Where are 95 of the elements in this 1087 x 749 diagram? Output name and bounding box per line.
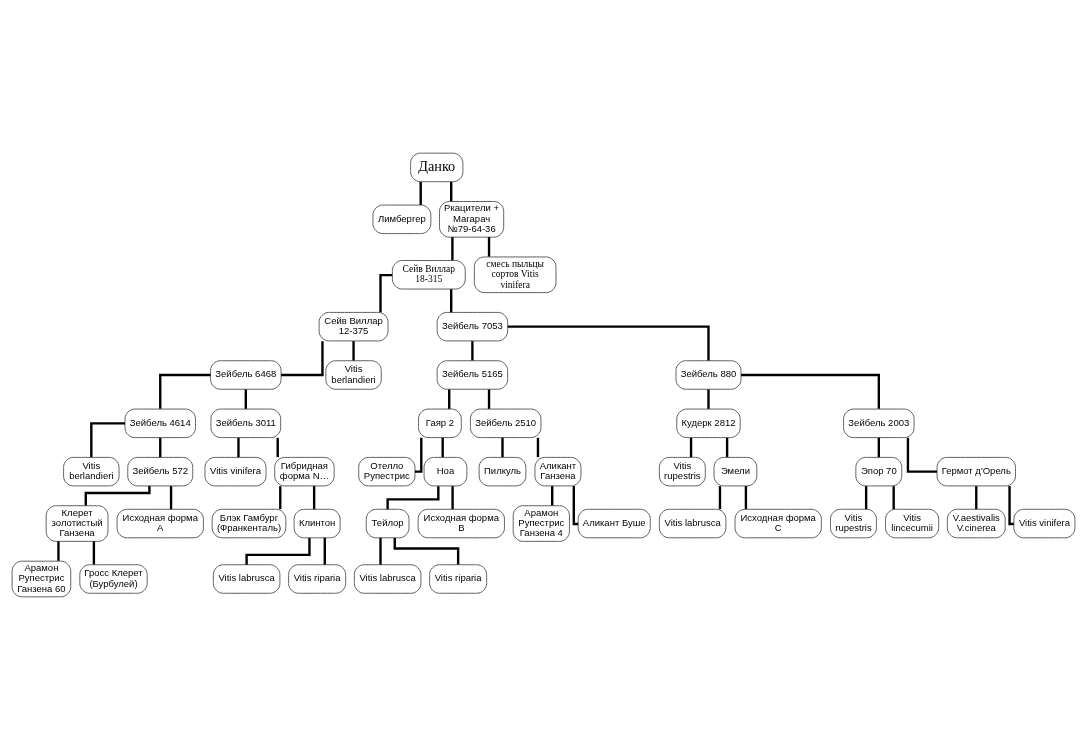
connector — [507, 325, 710, 360]
connector — [864, 485, 868, 509]
connector — [386, 485, 440, 509]
connector — [414, 437, 423, 473]
connector — [281, 340, 324, 376]
node-box: Аликант Буше — [577, 508, 651, 538]
connector — [487, 389, 491, 409]
connector — [877, 437, 880, 457]
connector — [352, 340, 355, 360]
connector — [448, 389, 451, 409]
node-box: Vitis rupestris — [830, 508, 877, 538]
node-box: Зейбель 4614 — [124, 408, 196, 438]
node-box: Vitis berlandieri — [325, 359, 382, 390]
connector — [551, 485, 554, 505]
node-box: Блэк Гамбург (Франкенталь) — [211, 508, 287, 538]
connector — [441, 437, 444, 457]
node-box: Vitis vinifera — [204, 456, 267, 486]
node-box: Гибридная форма N… — [274, 456, 335, 486]
connector — [279, 485, 282, 509]
node-box: Клинтон — [293, 508, 341, 538]
node-box: Vitis lincecumii — [885, 508, 940, 538]
connector — [379, 273, 393, 312]
node-box: Зейбель 880 — [675, 359, 742, 390]
node-box: Исходная форма B — [417, 508, 505, 538]
connector — [312, 485, 316, 509]
connector — [450, 288, 453, 312]
connector — [159, 373, 211, 409]
node-box: Пилкуль — [478, 456, 527, 486]
connector — [379, 537, 382, 565]
node-box: Исходная форма A — [116, 508, 204, 538]
node-box: Зейбель 6468 — [210, 359, 282, 390]
node-box: Vitis vinifera — [1013, 508, 1076, 538]
node-box: Ноа — [423, 456, 468, 486]
connector — [450, 181, 453, 201]
node-box: Арамон Рупестрис Ганзена 60 — [11, 560, 72, 597]
connector — [892, 485, 895, 509]
connector — [741, 373, 880, 409]
node-box: Vitis rupestris — [658, 456, 706, 486]
node-box: Зейбель 3011 — [210, 408, 282, 438]
node-box: Vitis berlandieri — [63, 456, 120, 486]
connector — [92, 540, 96, 564]
node-box: Vitis labrusca — [212, 563, 281, 594]
connector — [707, 389, 710, 409]
node-box: Зейбель 2003 — [843, 408, 915, 438]
node-box: Отелло Рупестрис — [358, 456, 416, 486]
connector — [451, 485, 454, 509]
node-box: Vitis labrusca — [658, 508, 727, 538]
node-box: Гермот д'Орель — [936, 456, 1016, 486]
node-box: V.aestivalis V.cinerea — [946, 508, 1006, 538]
node-box: Vitis riparia — [288, 563, 347, 594]
connector — [169, 485, 173, 509]
node-box: Vitis labrusca — [353, 563, 422, 594]
node-box: Тейлор — [365, 508, 410, 538]
connector — [471, 340, 474, 360]
connector — [572, 485, 579, 525]
connector — [245, 537, 311, 565]
node-box: Данко — [410, 152, 464, 182]
connector — [689, 437, 693, 457]
node-box: Зейбель 2510 — [469, 408, 542, 438]
node-box: Арамон Рупестрис Ганзена 4 — [512, 504, 570, 542]
connector — [323, 537, 326, 565]
connector — [906, 437, 937, 473]
connector — [237, 437, 240, 457]
node-box: Исходная форма C — [734, 508, 822, 538]
connector — [419, 181, 422, 205]
connector — [276, 437, 279, 457]
node-box: Vitis riparia — [429, 563, 488, 594]
connector — [90, 421, 125, 457]
connector — [451, 236, 454, 260]
connector — [975, 485, 978, 509]
node-box: Сейв Виллар 12-375 — [318, 311, 389, 341]
node-box: Ркацители + Магарач №79-64-36 — [439, 200, 505, 238]
connector — [244, 389, 247, 409]
connector — [725, 437, 729, 457]
node-box: Зейбель 7053 — [436, 311, 509, 341]
connector — [718, 485, 722, 509]
node-box: Аликант Ганзена — [534, 456, 582, 486]
node-box: Клерет золотистый Ганзена — [45, 504, 109, 542]
node-box: Зейбель 572 — [127, 456, 194, 486]
node-box: Гросс Клерет (Бурбулей) — [79, 563, 148, 594]
node-box: Сейв Виллар 18-315 — [391, 259, 466, 289]
node-box: Эпор 70 — [855, 456, 903, 486]
node-box: смесь пыльцы сортов Vitis vinifera — [473, 255, 557, 293]
connector — [159, 437, 162, 457]
connector — [536, 437, 540, 457]
connector — [487, 236, 491, 257]
node-box: Эмели — [713, 456, 758, 486]
connector — [57, 540, 60, 561]
node-box: Гаяр 2 — [418, 408, 462, 438]
connector — [84, 485, 151, 505]
connector — [501, 437, 504, 457]
connector — [744, 485, 748, 509]
node-box: Кудерк 2812 — [676, 408, 741, 438]
node-box: Зейбель 5165 — [436, 359, 509, 390]
node-box: Лимбергер — [372, 204, 432, 234]
